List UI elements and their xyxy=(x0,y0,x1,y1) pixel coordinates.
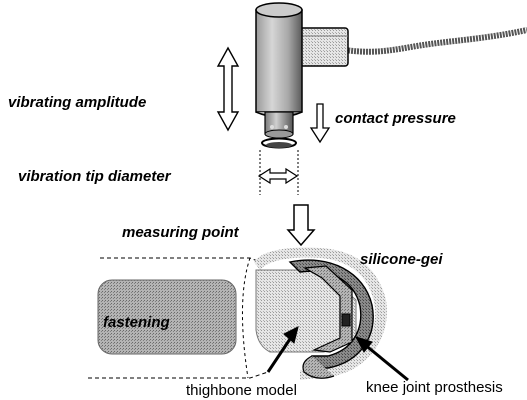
tip-diameter-double-arrow xyxy=(257,167,299,185)
label-vibration-tip-diameter: vibration tip diameter xyxy=(18,168,172,185)
contact-surface-ring xyxy=(261,137,297,149)
fastening-block xyxy=(97,279,237,355)
label-knee-joint-prosthesis: knee joint prosthesis xyxy=(366,379,503,396)
label-thighbone-model: thighbone model xyxy=(186,382,297,399)
thighbone-pointer-arrow xyxy=(266,326,299,373)
cable xyxy=(344,27,527,55)
label-measuring-point: measuring point xyxy=(122,224,240,241)
amplitude-double-arrow xyxy=(216,46,240,132)
label-fastening: fastening xyxy=(103,314,170,331)
label-contact-pressure: contact pressure xyxy=(335,110,456,127)
silicone-gel-layer xyxy=(254,247,388,380)
label-vibrating-amplitude: vibrating amplitude xyxy=(8,94,146,111)
tip-diameter-guides xyxy=(259,150,299,195)
vibration-tip xyxy=(264,111,294,139)
thighbone-model xyxy=(255,269,357,353)
label-silicone-gel: silicone-gei xyxy=(360,251,443,268)
connector-housing xyxy=(299,27,349,67)
knee-prosthesis xyxy=(288,259,374,379)
measuring-point-arrow xyxy=(286,204,316,247)
prosthesis-pointer-arrow xyxy=(354,336,409,382)
vibrator-body xyxy=(255,2,303,118)
contact-pressure-arrow xyxy=(309,103,331,144)
